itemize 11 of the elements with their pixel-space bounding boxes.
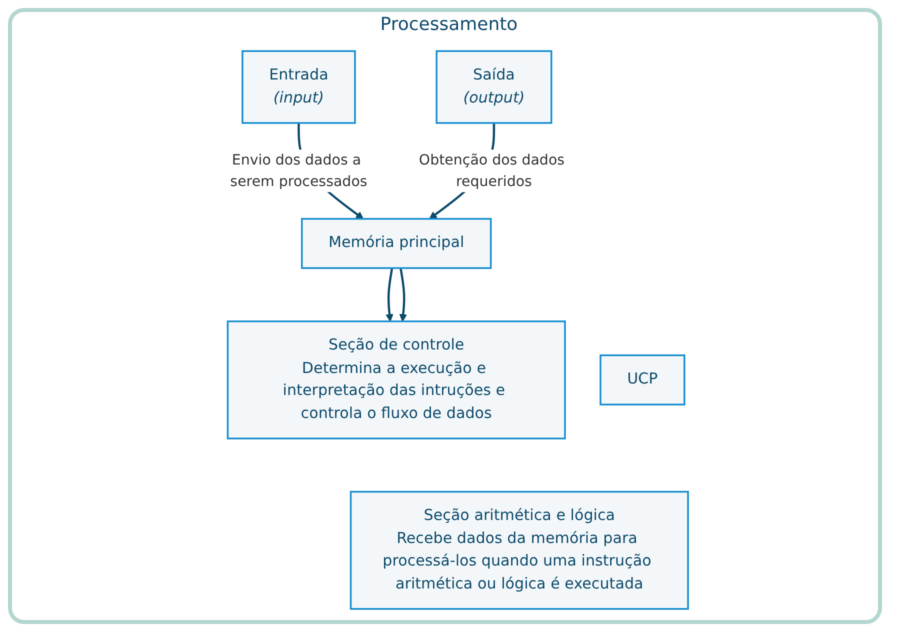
node-box: Seção de controle Determina a execução e interpretação das intruções e controla o fluxo de dados	[226, 320, 566, 440]
node-box: Memória principal	[300, 218, 492, 269]
node-box: Entrada (input)	[242, 50, 356, 124]
edge-label: Obtenção dos dados requeridos	[418, 151, 565, 190]
section-label: Processamento	[380, 14, 518, 35]
arrow	[399, 268, 408, 322]
node-box: Seção aritmética e lógica Recebe dados da memória para processá-los quando uma instrução aritmética ou lógica é executada	[350, 490, 689, 610]
arrow	[386, 268, 394, 322]
edge-label: Envio dos dados a serem processados	[230, 151, 368, 190]
node-box: UCP	[600, 354, 686, 406]
node-box: Saída (output)	[436, 50, 552, 124]
